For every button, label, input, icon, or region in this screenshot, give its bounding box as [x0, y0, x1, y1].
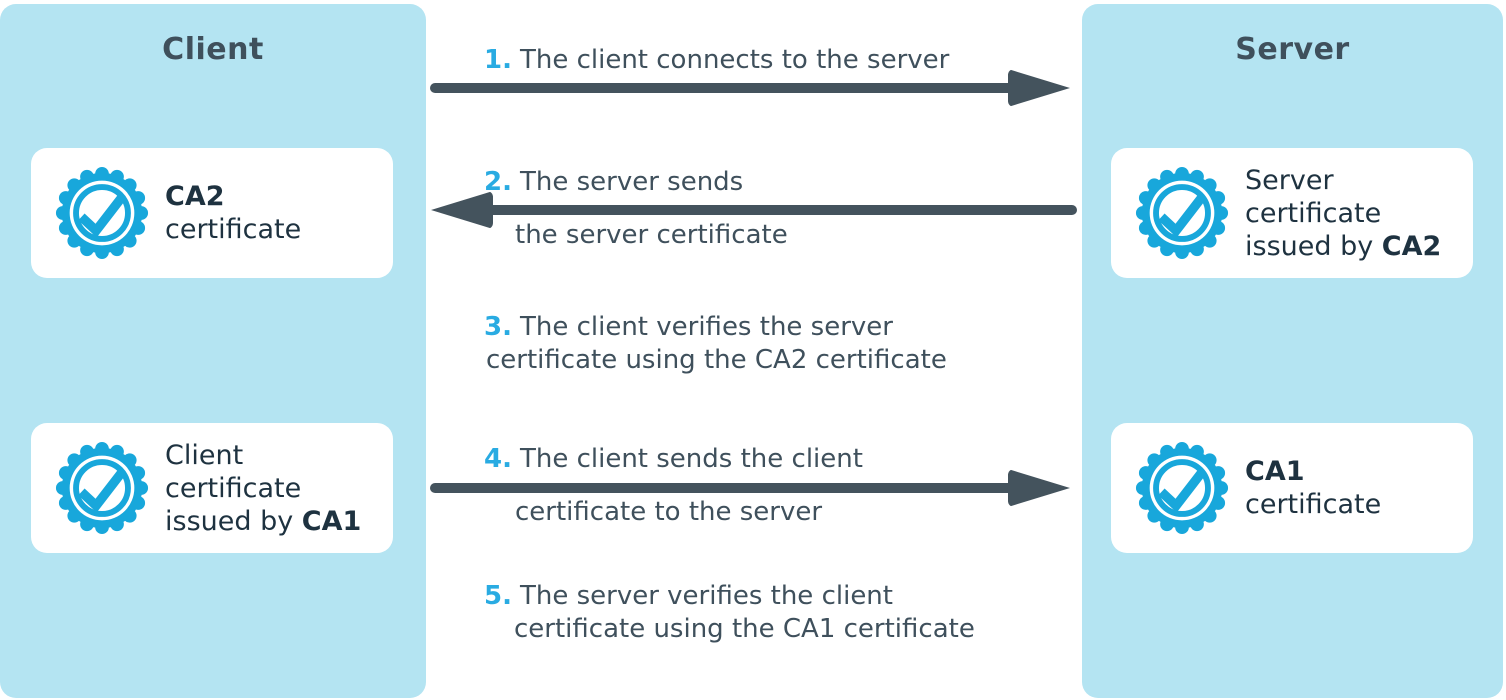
step-4-line1: The client sends the client [519, 444, 863, 474]
step-4-right-arrow-icon [430, 469, 1070, 507]
client-panel-title: Client [162, 32, 264, 67]
certificate-label: certificate [1245, 489, 1382, 520]
ca2-label: CA2 [1381, 230, 1442, 262]
server-cert-line1: Server [1245, 164, 1334, 196]
arrow-shaft [481, 205, 1077, 215]
client-certificate-card-text: Client certificate issued by CA1 [165, 439, 361, 538]
step-3-text-line2: certificate using the CA2 certificate [486, 345, 947, 375]
step-2-left-arrow-icon [431, 191, 1077, 229]
client-panel: Client [0, 4, 426, 698]
step-1-text: 1.The client connects to the server [484, 44, 949, 77]
step-2-line1: The server sends [519, 167, 744, 197]
ca2-label: CA2 [165, 181, 225, 212]
certificate-badge-icon [1133, 439, 1231, 537]
step-5-line1: The server verifies the client [519, 581, 893, 611]
step-5-text: 5.The server verifies the client [484, 580, 893, 613]
certificate-badge-icon [53, 164, 151, 262]
certificate-label: certificate [165, 214, 302, 245]
client-cert-line2: certificate [165, 472, 302, 504]
server-certificate-card-text: Server certificate issued by CA2 [1245, 164, 1441, 263]
step-4-text-line2: certificate to the server [515, 497, 823, 527]
client-cert-line1: Client [165, 439, 244, 471]
server-panel-title: Server [1235, 32, 1350, 67]
step-2-text-line2: the server certificate [515, 220, 788, 250]
step-2-text: 2.The server sends [484, 166, 743, 199]
ca1-label: CA1 [1245, 456, 1305, 487]
step-3-text: 3.The client verifies the server [484, 311, 893, 344]
step-1-number: 1. [484, 45, 512, 75]
arrow-head [1008, 69, 1070, 107]
certificate-badge-icon [1133, 164, 1231, 262]
ca1-certificate-card: CA1 certificate [1111, 423, 1473, 553]
arrow-shaft [430, 483, 1020, 493]
server-certificate-card: Server certificate issued by CA2 [1111, 148, 1473, 278]
certificate-badge-icon [53, 439, 151, 537]
ca2-certificate-card: CA2 certificate [31, 148, 393, 278]
ca1-certificate-card-text: CA1 certificate [1245, 455, 1381, 521]
ca1-label: CA1 [301, 505, 362, 537]
client-certificate-card: Client certificate issued by CA1 [31, 423, 393, 553]
server-cert-line3: issued by CA2 [1245, 230, 1442, 262]
step-4-number: 4. [484, 444, 512, 474]
arrow-shaft [430, 83, 1020, 93]
step-1-right-arrow-icon [430, 69, 1070, 107]
step-1-line1: The client connects to the server [519, 45, 950, 75]
client-cert-line3: issued by CA1 [165, 505, 362, 537]
arrow-head [1008, 469, 1070, 507]
arrow-head [431, 191, 493, 229]
step-5-text-line2: certificate using the CA1 certificate [514, 614, 975, 644]
step-5-number: 5. [484, 581, 512, 611]
step-3-line1: The client verifies the server [519, 312, 893, 342]
step-3-number: 3. [484, 312, 512, 342]
step-4-text: 4.The client sends the client [484, 443, 863, 476]
server-cert-line2: certificate [1245, 197, 1382, 229]
server-panel: Server [1082, 4, 1503, 698]
ca2-certificate-card-text: CA2 certificate [165, 180, 301, 246]
